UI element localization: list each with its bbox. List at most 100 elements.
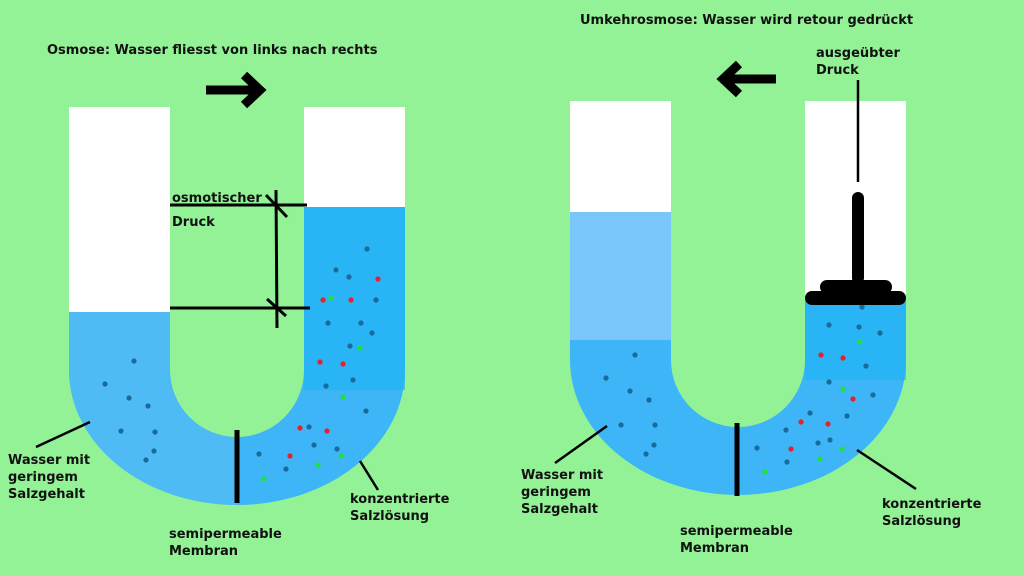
salt-ion-green: [338, 453, 344, 459]
salt-solution-pointer-right: [856, 448, 917, 491]
salt-ion-red: [798, 419, 804, 425]
water-molecule: [754, 445, 760, 451]
water-molecule: [815, 440, 821, 446]
salt-ion-red: [850, 396, 856, 402]
arrow-right-icon: [206, 71, 267, 109]
water-molecule: [627, 388, 633, 394]
pressure-dimension-line: [274, 189, 279, 329]
osmotic-pressure-label: osmotischer Druck: [172, 191, 262, 230]
left-tube-fresh-water: [69, 312, 237, 505]
salt-ion-red: [340, 361, 346, 367]
salt-ion-green: [762, 469, 768, 475]
salt-ion-green: [340, 394, 346, 400]
water-molecule: [363, 408, 369, 414]
right-tube-salt-water: [805, 300, 906, 380]
water-molecule: [856, 324, 862, 330]
right-tube-fresh-water: [570, 212, 671, 340]
water-molecule: [863, 363, 869, 369]
piston: [805, 80, 906, 305]
water-molecule: [844, 413, 850, 419]
left-fresh-water-label: Wasser mit geringem Salzgehalt: [8, 453, 91, 502]
salt-ion-green: [840, 386, 846, 392]
right-fresh-water-label: Wasser mit geringem Salzgehalt: [521, 468, 604, 517]
water-molecule: [143, 457, 149, 463]
right-salt-solution-label: konzentrierte Salzlösung: [882, 497, 982, 529]
water-molecule: [877, 330, 883, 336]
water-molecule: [350, 377, 356, 383]
salt-ion-green: [357, 345, 363, 351]
water-molecule: [102, 381, 108, 387]
right-particles: [603, 304, 883, 475]
left-u-tube: [69, 107, 405, 505]
water-molecule: [369, 330, 375, 336]
water-molecule: [256, 451, 262, 457]
water-molecule: [325, 320, 331, 326]
salt-ion-red: [825, 421, 831, 427]
water-molecule: [333, 267, 339, 273]
salt-ion-red: [788, 446, 794, 452]
osmotic-pressure-marker: [170, 189, 310, 329]
water-molecule: [347, 343, 353, 349]
water-molecule: [373, 297, 379, 303]
water-molecule: [364, 246, 370, 252]
water-molecule: [306, 424, 312, 430]
lower-tick: [265, 297, 288, 318]
water-molecule: [334, 446, 340, 452]
arrow-left-icon: [716, 60, 776, 98]
salt-ion-green: [839, 446, 845, 452]
left-tube-right-arm-empty: [304, 107, 405, 212]
salt-ion-green: [817, 456, 823, 462]
water-molecule: [323, 383, 329, 389]
fresh-water-pointer-right: [554, 424, 608, 465]
water-molecule: [126, 395, 132, 401]
salt-ion-red: [375, 276, 381, 282]
salt-ion-green: [315, 462, 321, 468]
water-molecule: [603, 375, 609, 381]
left-tube-left-arm-empty: [69, 107, 170, 317]
water-molecule: [784, 459, 790, 465]
salt-ion-red: [840, 355, 846, 361]
salt-ion-green: [857, 339, 863, 345]
water-molecule: [646, 397, 652, 403]
water-molecule: [807, 410, 813, 416]
right-membrane-label: semipermeable Membran: [680, 524, 793, 556]
salt-ion-red: [320, 297, 326, 303]
water-molecule: [652, 422, 658, 428]
piston-plate: [805, 291, 906, 305]
salt-ion-red: [317, 359, 323, 365]
salt-ion-green: [261, 476, 267, 482]
water-molecule: [358, 320, 364, 326]
water-molecule: [827, 437, 833, 443]
salt-ion-red: [818, 352, 824, 358]
water-molecule: [826, 322, 832, 328]
water-molecule: [346, 274, 352, 280]
left-membrane-label: semipermeable Membran: [169, 527, 282, 559]
right-tube-left-arm-empty: [570, 101, 671, 216]
water-molecule: [870, 392, 876, 398]
salt-solution-pointer-left: [358, 460, 380, 491]
water-molecule: [783, 427, 789, 433]
water-molecule: [131, 358, 137, 364]
salt-ion-red: [287, 453, 293, 459]
salt-ion-red: [324, 428, 330, 434]
left-panel-title: Osmose: Wasser fliesst von links nach re…: [47, 43, 378, 58]
piston-top-plate: [820, 280, 892, 294]
right-panel-title: Umkehrosmose: Wasser wird retour gedrück…: [580, 13, 914, 28]
water-molecule: [826, 379, 832, 385]
left-tube-salt-water: [304, 207, 405, 390]
water-molecule: [283, 466, 289, 472]
water-molecule: [643, 451, 649, 457]
water-molecule: [145, 403, 151, 409]
salt-ion-green: [328, 295, 334, 301]
salt-ion-red: [348, 297, 354, 303]
salt-ion-red: [297, 425, 303, 431]
fresh-water-pointer-left: [35, 420, 91, 449]
left-salt-solution-label: konzentrierte Salzlösung: [350, 492, 450, 524]
water-molecule: [311, 442, 317, 448]
water-molecule: [151, 448, 157, 454]
applied-pressure-label: ausgeübter Druck: [816, 46, 900, 78]
upper-tick: [264, 193, 289, 219]
water-molecule: [118, 428, 124, 434]
water-molecule: [618, 422, 624, 428]
left-particles: [102, 246, 381, 482]
